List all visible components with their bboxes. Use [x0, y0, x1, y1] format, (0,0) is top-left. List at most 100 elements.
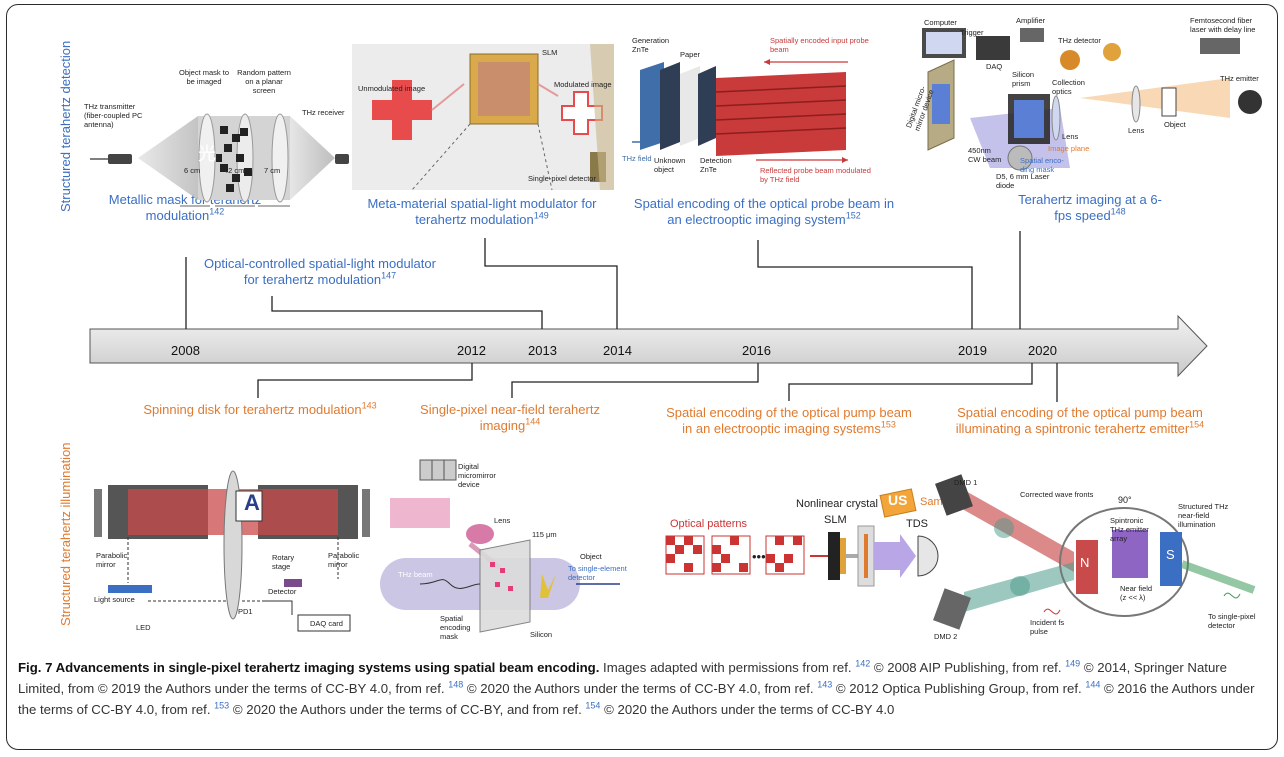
label-parabolic-left: Parabolic mirror	[96, 551, 128, 569]
caption-text: © 2008 AIP Publishing, from ref.	[870, 660, 1066, 675]
logo-us: US	[888, 492, 908, 508]
label-unknown-object: Unknown object	[654, 156, 686, 174]
label-daq: DAQ	[986, 62, 1003, 71]
label-dmd2: DMD 2	[934, 632, 958, 641]
label-amplifier: Amplifier	[1016, 16, 1046, 25]
label-nonlinear-crystal: Nonlinear crystal	[796, 498, 878, 510]
label-input-probe: Spatially encoded input probe beam	[770, 36, 869, 54]
label-thz-emitter: THz emitter	[1220, 74, 1259, 83]
caption-ref-link[interactable]: 144	[1085, 679, 1101, 690]
label-to-detector: To single-element detector	[568, 564, 627, 582]
label-structured-illum: Structured THz near-field illumination	[1178, 502, 1229, 529]
figure-caption-body: Images adapted with permissions from ref…	[18, 658, 1255, 717]
label-femtosecond: Femtosecond fiber laser with delay line	[1190, 16, 1256, 34]
caption-text: © 2014, Springer Nature Limited, from © …	[18, 660, 1228, 696]
panel-pump-encoding: Nonlinear crystal Sample US Optical patt…	[660, 470, 957, 620]
label-7cm: 7 cm	[264, 166, 281, 175]
label-paper: Paper	[680, 50, 701, 59]
caption-text: © 2020 the Authors under the terms of CC…	[229, 702, 586, 717]
label-thz-field: THz field	[622, 154, 652, 163]
label-collection-optics: Collection optics	[1052, 78, 1085, 96]
figure-caption-title: Fig. 7 Advancements in single-pixel tera…	[18, 660, 600, 675]
milestone-probe-encoding: Spatial encoding of the optical probe be…	[633, 196, 895, 227]
milestone-optical-slm: Optical-controlled spatial-light modulat…	[204, 256, 436, 287]
connector-lines	[185, 231, 1058, 402]
label-daq-card: DAQ card	[310, 619, 343, 628]
label-silicon: Silicon	[530, 630, 553, 639]
panel-near-field: Digital micromirror device Lens 115 μm O…	[380, 458, 650, 648]
label-generation-znte: Generation ZnTe	[632, 36, 670, 54]
caption-ref-link[interactable]: 154	[585, 700, 601, 711]
label-dots: •••	[752, 549, 766, 564]
label-thz-transmitter: THz transmitter (fiber-coupled PC antenn…	[84, 102, 143, 129]
label-emitter-array: Spintronic THz emitter array	[1110, 516, 1149, 543]
caption-text: © 2012 Optica Publishing Group, from ref…	[832, 681, 1086, 696]
label-near-field: Near field (z << λ)	[1120, 584, 1153, 602]
caption-ref-link[interactable]: 148	[448, 679, 464, 690]
label-slm: SLM	[542, 48, 558, 57]
caption-text: © 2016 the Authors under the terms of CC…	[18, 681, 1255, 717]
label-random-pattern: Random pattern on a planar screen	[237, 68, 291, 95]
caption-ref-link[interactable]: 142	[855, 658, 871, 669]
label-lens-1: Lens	[1062, 132, 1079, 141]
panel-spinning-disk: Parabolic mirror Parabolic mirror Rotary…	[88, 455, 378, 650]
label-thz-detector: THz detector	[1058, 36, 1101, 45]
milestone-metamaterial-slm: Meta-material spatial-light modulator fo…	[367, 196, 597, 227]
caption-text: © 2020 the Authors under the terms of CC…	[463, 681, 818, 696]
label-object: Object	[1164, 120, 1186, 129]
label-spatial-mask: Spatial encoding mask	[440, 614, 471, 641]
year-2016: 2016	[742, 343, 771, 358]
label-rotary-stage: Rotary stage	[272, 553, 295, 571]
label-spatial-mask: Spatial enco-ding mask	[1020, 156, 1064, 174]
label-to-detector: To single-pixel detector	[1208, 612, 1256, 630]
label-detector: Detector	[268, 587, 297, 596]
panel-6fps-system: Computer Amplifier THz detector Femtosec…	[900, 8, 1270, 192]
year-2020: 2020	[1028, 343, 1057, 358]
label-thz-receiver: THz receiver	[302, 108, 345, 117]
label-led: LED	[136, 623, 151, 632]
label-single-pixel-detector: Single-pixel detector	[528, 174, 596, 183]
panel-metamaterial-slm: Unmodulated image SLM Modulated image Si…	[352, 44, 614, 191]
label-dmd-device: Digital micromirror device	[458, 462, 496, 489]
label-modulated: Modulated image	[554, 80, 612, 89]
label-lens: Lens	[494, 516, 511, 525]
label-42cm: 42 cm	[224, 166, 245, 175]
label-object: Object	[580, 552, 602, 561]
magnet-n: N	[1080, 555, 1090, 570]
label-computer: Computer	[924, 18, 957, 27]
label-tds: TDS	[906, 518, 928, 530]
year-2013: 2013	[528, 343, 557, 358]
label-laser-diode: D5, 6 mm Laser diode	[996, 172, 1050, 190]
label-wave-fronts: Corrected wave fronts	[1020, 490, 1094, 499]
caption-ref-link[interactable]: 143	[817, 679, 833, 690]
label-lens-2: Lens	[1128, 126, 1145, 135]
label-unmodulated: Unmodulated image	[358, 84, 426, 93]
panel-probe-encoding: Generation ZnTe Paper THz field Unknown …	[620, 30, 900, 192]
caption-text: Images adapted with permissions from ref…	[599, 660, 856, 675]
panel-metallic-mask: THz transmitter (fiber-coupled PC antenn…	[80, 8, 350, 207]
caption-ref-link[interactable]: 153	[214, 700, 230, 711]
milestone-spintronic: Spatial encoding of the optical pump bea…	[955, 405, 1205, 436]
figure-caption: Fig. 7 Advancements in single-pixel tera…	[18, 657, 1268, 720]
label-trigger: Trigger	[960, 28, 984, 37]
panel-spintronic: DMD 1 DMD 2 Corrected wave fronts 90° Sp…	[924, 462, 1264, 650]
timeline-arrow	[89, 314, 1208, 378]
mask-glyph-a: A	[244, 490, 260, 515]
label-image-plane: Image plane	[1048, 144, 1090, 153]
year-2019: 2019	[958, 343, 987, 358]
caption-text: © 2020 the Authors under the terms of CC…	[600, 702, 895, 717]
label-silicon-prism: Silicon prism	[1012, 70, 1035, 88]
label-thz-beam: THz beam	[398, 570, 433, 579]
label-detection-znte: Detection ZnTe	[700, 156, 732, 174]
label-cw-beam: 450nm CW beam	[968, 146, 1002, 164]
label-slm: SLM	[824, 514, 847, 526]
label-115um: 115 μm	[532, 530, 557, 539]
label-reflected-probe: Reflected probe beam modulated by THz fi…	[760, 166, 871, 184]
caption-ref-link[interactable]: 149	[1065, 658, 1081, 669]
label-pd1: PD1	[238, 607, 253, 616]
label-angle: 90°	[1118, 495, 1132, 505]
label-incident-pulse: Incident fs pulse	[1030, 618, 1065, 636]
year-2008: 2008	[171, 343, 200, 358]
magnet-s: S	[1166, 547, 1175, 562]
